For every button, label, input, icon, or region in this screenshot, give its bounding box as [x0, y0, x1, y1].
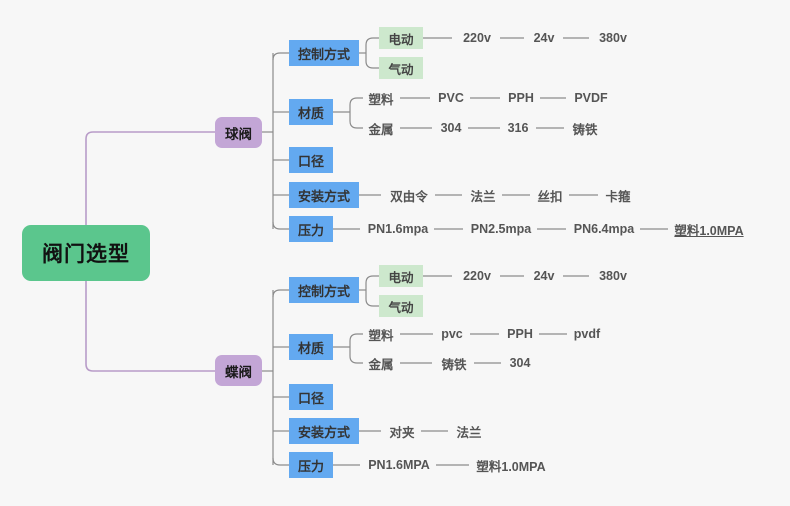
subtopic-node-diefa-control-pneumatic[interactable]: 气动	[379, 295, 423, 317]
leaf-qiufa-install-clamp[interactable]: 卡箍	[605, 189, 631, 204]
topic-node-qiufa-material[interactable]: 材质	[289, 99, 334, 125]
leaf-diefa-pressure-pn16[interactable]: PN1.6MPA	[368, 458, 430, 472]
leaf-diefa-electric-220v[interactable]: 220v	[463, 269, 491, 283]
leaf-diefa-metal-304[interactable]: 304	[509, 356, 531, 370]
topic-node-diefa-pressure[interactable]: 压力	[289, 452, 334, 478]
leaf-qiufa-plastic-pph[interactable]: PPH	[508, 91, 534, 105]
link-kzfs1-dd	[365, 37, 379, 46]
leaf-qiufa-pressure-plastic10[interactable]: 塑料1.0MPA	[674, 223, 744, 238]
leaf-qiufa-install-flange[interactable]: 法兰	[470, 189, 496, 204]
leaf-qiufa-pressure-pn16[interactable]: PN1.6mpa	[367, 222, 429, 236]
subtopic-node-qiufa-control-electric[interactable]: 电动	[379, 27, 423, 49]
link-root-to-diefa	[85, 281, 215, 372]
leaf-qiufa-pressure-pn25[interactable]: PN2.5mpa	[470, 222, 532, 236]
leaf-diefa-pressure-plastic10[interactable]: 塑料1.0MPA	[476, 459, 546, 474]
leaf-qiufa-electric-380v[interactable]: 380v	[599, 31, 627, 45]
leaf-qiufa-electric-24v[interactable]: 24v	[533, 31, 555, 45]
link-qiufa-t5	[272, 221, 289, 230]
subtopic-node-diefa-control-electric[interactable]: 电动	[379, 265, 423, 287]
leaf-qiufa-electric-220v[interactable]: 220v	[463, 31, 491, 45]
topic-node-qiufa-install[interactable]: 安装方式	[289, 182, 360, 208]
topic-node-diefa-install[interactable]: 安装方式	[289, 418, 360, 444]
link-diefa-t1	[272, 289, 289, 298]
leaf-diefa-electric-380v[interactable]: 380v	[599, 269, 627, 283]
topic-node-diefa-control[interactable]: 控制方式	[289, 277, 360, 303]
topic-node-diefa-diameter[interactable]: 口径	[289, 384, 334, 410]
subtopic-diefa-material-metal[interactable]: 金属	[368, 357, 394, 372]
leaf-diefa-plastic-pvc[interactable]: pvc	[441, 327, 463, 341]
topic-node-qiufa-diameter[interactable]: 口径	[289, 147, 334, 173]
branch-node-diefa[interactable]: 蝶阀	[215, 355, 262, 386]
leaf-qiufa-install-union[interactable]: 双由令	[390, 189, 428, 204]
link-cz1-sl	[349, 97, 363, 106]
leaf-qiufa-plastic-pvdf[interactable]: PVDF	[574, 91, 608, 105]
leaf-qiufa-plastic-pvc[interactable]: PVC	[438, 91, 464, 105]
link-qiufa-t1	[272, 52, 289, 61]
leaf-diefa-install-wafer[interactable]: 对夹	[389, 425, 415, 440]
leaf-qiufa-pressure-pn64[interactable]: PN6.4mpa	[573, 222, 635, 236]
link-kzfs1-qd	[365, 60, 379, 69]
leaf-qiufa-install-thread[interactable]: 丝扣	[537, 189, 563, 204]
link-cz2-js	[349, 355, 363, 364]
leaf-qiufa-metal-castiron[interactable]: 铸铁	[572, 122, 598, 137]
link-root-to-qiufa	[85, 131, 215, 225]
leaf-diefa-metal-castiron[interactable]: 铸铁	[441, 357, 467, 372]
leaf-diefa-plastic-pph[interactable]: PPH	[507, 327, 533, 341]
link-kzfs2-dd	[365, 275, 379, 284]
leaf-diefa-install-flange[interactable]: 法兰	[456, 425, 482, 440]
subtopic-qiufa-material-plastic[interactable]: 塑料	[368, 92, 394, 107]
subtopic-qiufa-material-metal[interactable]: 金属	[368, 122, 394, 137]
subtopic-diefa-material-plastic[interactable]: 塑料	[368, 328, 394, 343]
root-node[interactable]: 阀门选型	[22, 225, 150, 281]
branch-node-qiufa[interactable]: 球阀	[215, 117, 262, 148]
leaf-diefa-electric-24v[interactable]: 24v	[533, 269, 555, 283]
topic-node-qiufa-pressure[interactable]: 压力	[289, 216, 334, 242]
leaf-qiufa-metal-316[interactable]: 316	[507, 121, 529, 135]
link-cz1-js	[349, 120, 363, 129]
leaf-qiufa-metal-304[interactable]: 304	[440, 121, 462, 135]
link-cz2-sl	[349, 333, 363, 342]
topic-node-qiufa-control[interactable]: 控制方式	[289, 40, 360, 66]
topic-node-diefa-material[interactable]: 材质	[289, 334, 334, 360]
leaf-diefa-plastic-pvdf[interactable]: pvdf	[573, 327, 601, 341]
link-kzfs2-qd	[365, 298, 379, 307]
link-diefa-t5	[272, 457, 289, 466]
subtopic-node-qiufa-control-pneumatic[interactable]: 气动	[379, 57, 423, 79]
